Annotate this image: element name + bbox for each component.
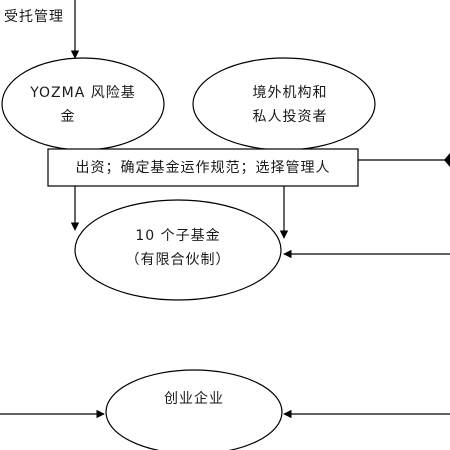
venture-label: 创业企业 xyxy=(164,390,224,407)
label-entrusted-management: 受托管理 xyxy=(4,9,64,25)
investors-label-line1: 境外机构和 xyxy=(253,85,328,101)
subfunds-label-line2: （有限合伙制） xyxy=(126,252,231,268)
yozma-label-line2: 金 xyxy=(61,109,76,125)
node-yozma-fund xyxy=(1,57,165,151)
subfunds-label-line1: 10 个子基金 xyxy=(135,227,220,244)
yozma-label-line1: YOZMA 风险基 xyxy=(29,84,136,101)
node-overseas-investors xyxy=(192,57,376,151)
process-box-label: 出资；确定基金运作规范；选择管理人 xyxy=(76,159,331,176)
process-box xyxy=(47,148,359,187)
node-venture-companies xyxy=(105,369,283,450)
node-sub-funds xyxy=(74,199,282,301)
investors-label-line2: 私人投资者 xyxy=(253,109,328,125)
arrowhead-right-edge xyxy=(444,153,450,167)
